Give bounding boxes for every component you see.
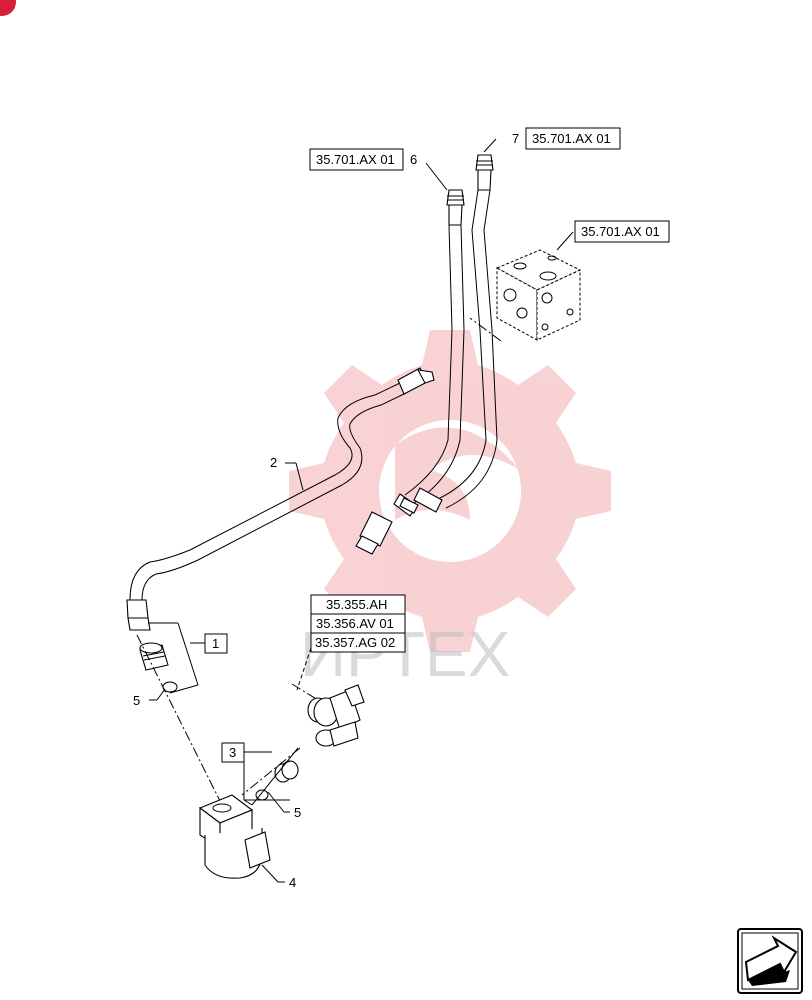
elbow-fitting-assembly (307, 684, 365, 747)
item-number-5a: 5 (133, 693, 140, 708)
ref-label-hose-7: 35.701.AX 01 (532, 131, 611, 146)
item-number-5b: 5 (294, 805, 301, 820)
corner-badge-icon (0, 0, 16, 16)
item-number-1: 1 (212, 636, 219, 651)
ref-label-fitting-c: 35.357.AG 02 (315, 635, 395, 650)
alignment-line-block (469, 317, 502, 342)
item-number-7: 7 (512, 131, 519, 146)
item-box-1: 1 (204, 633, 228, 654)
hose-end-fitting (355, 511, 393, 555)
ref-box-hose-7[interactable]: 35.701.AX 01 (525, 127, 621, 150)
valve-block (495, 249, 582, 341)
item-number-6: 6 (410, 152, 417, 167)
leader-lines (148, 138, 574, 883)
item-number-2: 2 (270, 455, 277, 470)
next-page-arrow-icon[interactable] (737, 928, 803, 994)
fitting-3 (255, 760, 299, 801)
item-number-3: 3 (229, 745, 236, 760)
pipe-2 (126, 367, 435, 631)
hose-7 (399, 154, 498, 514)
ref-box-hose-6[interactable]: 35.701.AX 01 (309, 148, 404, 171)
ref-label-block: 35.701.AX 01 (581, 224, 660, 239)
ref-label-fitting-a: 35.355.AH (326, 597, 387, 612)
alignment-line-3 (241, 747, 301, 796)
ref-label-hose-6: 35.701.AX 01 (316, 152, 395, 167)
alignment-line-1 (136, 634, 223, 806)
item-number-4: 4 (289, 875, 296, 890)
ref-box-fitting-a[interactable]: 35.355.AH (310, 594, 406, 615)
ref-box-fitting-b[interactable]: 35.356.AV 01 (310, 613, 406, 634)
fitting-1 (139, 642, 178, 693)
solenoid-valve-4 (198, 794, 271, 879)
ref-box-fitting-c[interactable]: 35.357.AG 02 (310, 632, 406, 653)
item-box-3: 3 (221, 742, 245, 763)
ref-label-fitting-b: 35.356.AV 01 (316, 616, 394, 631)
alignment-line-fitting (291, 683, 319, 701)
ref-box-block[interactable]: 35.701.AX 01 (574, 220, 670, 243)
